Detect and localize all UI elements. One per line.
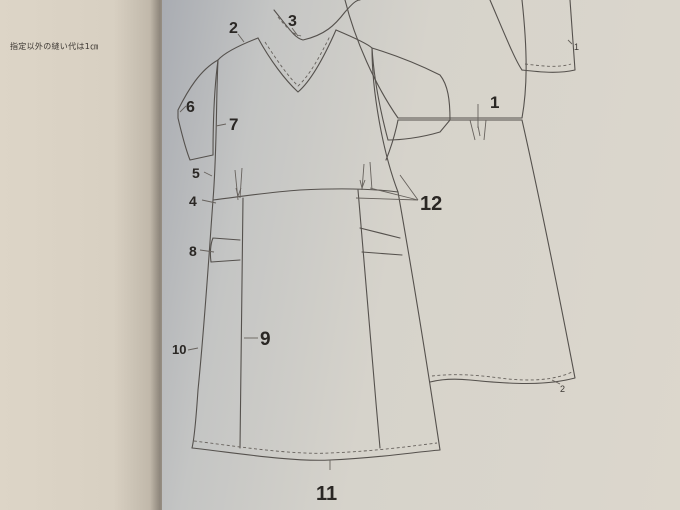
leader-2 xyxy=(237,33,245,43)
front-sleeve-seam-right xyxy=(371,47,389,141)
skirt-panel-seam-right xyxy=(357,189,381,449)
leader-4 xyxy=(201,199,217,204)
front-bodice-outline xyxy=(212,29,399,201)
hem-stitch xyxy=(193,440,438,454)
label-9: 9 xyxy=(260,329,271,350)
label-3: 3 xyxy=(288,13,297,30)
front-skirt-outline xyxy=(191,191,441,451)
leader-8 xyxy=(199,249,215,253)
pocket-left xyxy=(209,237,241,263)
label-8: 8 xyxy=(189,243,197,259)
dart-arrow-left xyxy=(235,187,242,198)
back-label-leader-sleeve xyxy=(567,39,573,45)
neckline-stitch xyxy=(264,35,331,87)
leader-3 xyxy=(291,27,299,37)
neckline xyxy=(257,29,337,93)
collar-outline xyxy=(273,0,361,41)
label-11: 11 xyxy=(316,483,337,505)
hem-line xyxy=(191,447,441,461)
skirt-panel-seam-left xyxy=(239,197,244,449)
front-view-garment: 2 3 4 5 6 7 8 9 10 11 12 xyxy=(172,0,451,505)
pocket-right xyxy=(359,227,403,256)
label-4: 4 xyxy=(189,193,197,209)
back-sleeve-hem-stitch xyxy=(524,63,572,67)
back-dart-right xyxy=(483,119,487,141)
seam-allowance-note: 指定以外の縫い代は1㎝ xyxy=(10,42,99,51)
label-10: 10 xyxy=(172,342,186,357)
label-6: 6 xyxy=(186,99,195,116)
back-label-1-large: 1 xyxy=(490,93,499,112)
front-sleeve-left xyxy=(177,59,219,161)
label-7: 7 xyxy=(229,115,238,134)
bodice-dart-right xyxy=(361,161,373,191)
back-dart-left xyxy=(469,119,476,141)
back-view-garment: 1 1 2 xyxy=(344,0,579,394)
back-label-2-small: 2 xyxy=(560,384,565,394)
back-label-leader-hem xyxy=(551,379,561,385)
leader-12 xyxy=(355,174,419,201)
label-12: 12 xyxy=(420,193,442,215)
back-sleeve-right xyxy=(489,0,576,73)
leader-6 xyxy=(179,105,187,113)
dart-arrow-right xyxy=(359,179,366,190)
label-2: 2 xyxy=(229,20,238,37)
leader-5 xyxy=(203,171,213,177)
back-label-1-small: 1 xyxy=(574,42,579,52)
leader-7 xyxy=(215,123,227,127)
left-page xyxy=(0,0,162,510)
right-page xyxy=(162,0,680,510)
front-sleeve-seam-left xyxy=(212,59,219,156)
back-hem-stitch xyxy=(431,371,573,381)
label-5: 5 xyxy=(192,165,200,181)
back-skirt-outline xyxy=(385,119,576,385)
front-sleeve-right xyxy=(371,47,451,141)
leader-10 xyxy=(187,347,199,351)
